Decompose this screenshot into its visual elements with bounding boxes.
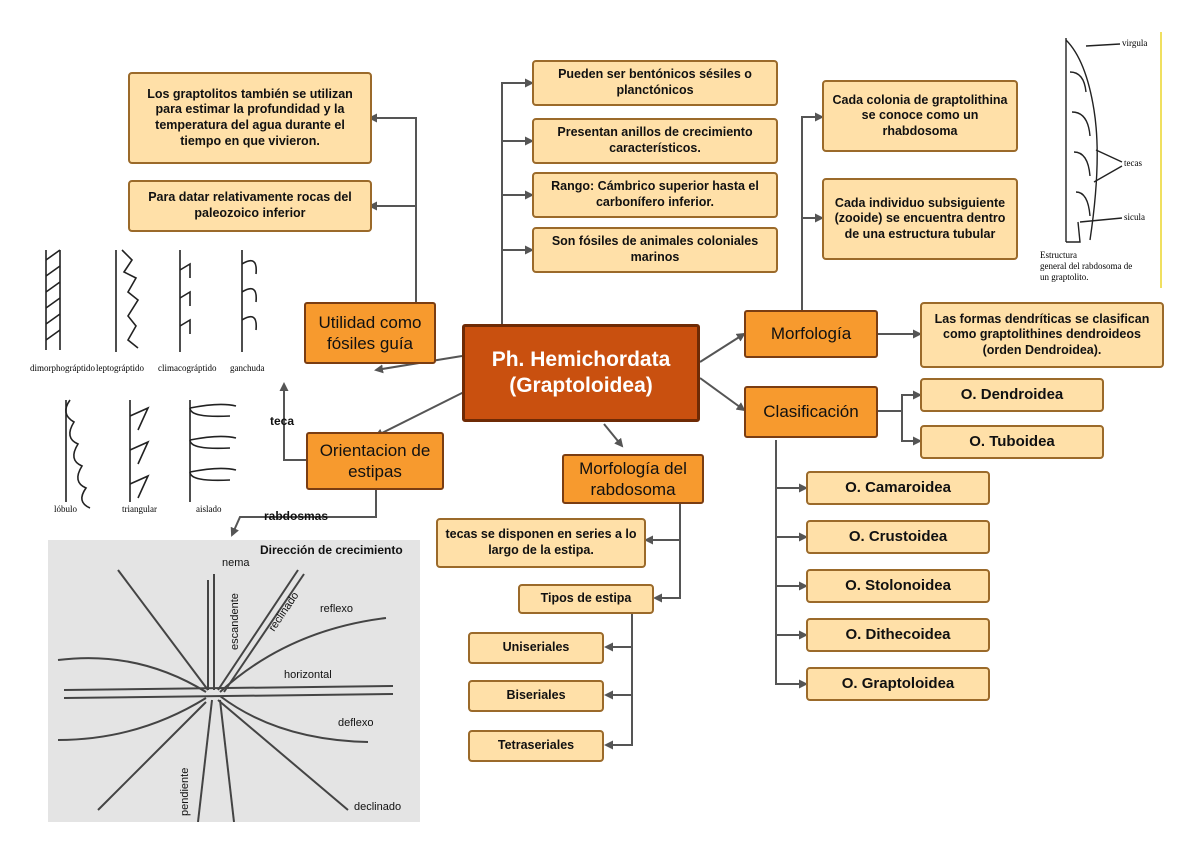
caption-lobulo: lóbulo (54, 504, 78, 514)
label-tecas: tecas (1124, 158, 1142, 168)
type-biseriales: Biseriales (468, 680, 604, 712)
label-declinado: declinado (354, 801, 401, 813)
rabdosoma-item-2: Tipos de estipa (518, 584, 654, 614)
type-tetraseriales: Tetraseriales (468, 730, 604, 762)
caption-aislado: aislado (196, 504, 222, 514)
caption-ganchuda: ganchuda (230, 363, 264, 373)
caption-line-1: Estructura (1040, 250, 1077, 260)
orientacion-node: Orientacion de estipas (306, 432, 444, 490)
label-pendiente: pendiente (179, 768, 191, 816)
order-dithecoidea: O. Dithecoidea (806, 618, 990, 652)
order-crustoidea: O. Crustoidea (806, 520, 990, 554)
label-deflexo: deflexo (338, 717, 373, 729)
caption-climacograptido: climacográptido (158, 363, 217, 373)
order-camaroidea: O. Camaroidea (806, 471, 990, 505)
label-nema: nema (222, 557, 250, 569)
label-virgula: virgula (1122, 38, 1147, 48)
rabdosoma-node: Morfología del rabdosoma (562, 454, 704, 504)
general-item-3: Rango: Cámbrico superior hasta el carbon… (532, 172, 778, 218)
teca-types-figure: dimorphográptido leptográptido climacogr… (30, 249, 264, 514)
label-escandente: escandente (229, 593, 241, 650)
order-graptoloidea: O. Graptoloidea (806, 667, 990, 701)
caption-triangular: triangular (122, 504, 157, 514)
label-sicula: sicula (1124, 212, 1145, 222)
general-item-1: Pueden ser bentónicos sésiles o planctón… (532, 60, 778, 106)
central-subtitle: (Graptoloidea) (509, 374, 653, 397)
caption-line-3: un graptolito. (1040, 272, 1089, 282)
rabdosoma-item-1: tecas se disponen en series a lo largo d… (436, 518, 646, 568)
label-reflexo: reflexo (320, 603, 353, 615)
morfologia-item-1: Cada colonia de graptolithina se conoce … (822, 80, 1018, 152)
morfologia-side-note: Las formas dendríticas se clasifican com… (920, 302, 1164, 368)
clasificacion-node: Clasificación (744, 386, 878, 438)
central-node: Ph. Hemichordata (Graptoloidea) (462, 324, 700, 422)
stipe-orientation-figure: Dirección de crecimiento nema escandente… (48, 540, 420, 822)
teca-label: teca (270, 414, 295, 428)
order-tuboidea: O. Tuboidea (920, 425, 1104, 459)
utilidad-node: Utilidad como fósiles guía (304, 302, 436, 364)
rabdosmas-label: rabdosmas (264, 509, 329, 523)
utilidad-item-1: Los graptolitos también se utilizan para… (128, 72, 372, 164)
figure-title: Dirección de crecimiento (260, 543, 403, 557)
general-item-2: Presentan anillos de crecimiento caracte… (532, 118, 778, 164)
morfologia-node: Morfología (744, 310, 878, 358)
caption-dimorphograptido: dimorphográptido (30, 363, 95, 373)
central-title: Ph. Hemichordata (491, 347, 671, 371)
type-uniseriales: Uniseriales (468, 632, 604, 664)
caption-line-2: general del rabdosoma de (1040, 261, 1132, 271)
order-stolonoidea: O. Stolonoidea (806, 569, 990, 603)
caption-leptograptido: leptográptido (96, 363, 144, 373)
general-item-4: Son fósiles de animales coloniales marin… (532, 227, 778, 273)
label-horizontal: horizontal (284, 669, 332, 681)
morfologia-item-2: Cada individuo subsiguiente (zooide) se … (822, 178, 1018, 260)
order-dendroidea: O. Dendroidea (920, 378, 1104, 412)
rhabdosome-figure: virgula tecas sicula Estructura general … (1036, 32, 1164, 288)
utilidad-item-2: Para datar relativamente rocas del paleo… (128, 180, 372, 232)
